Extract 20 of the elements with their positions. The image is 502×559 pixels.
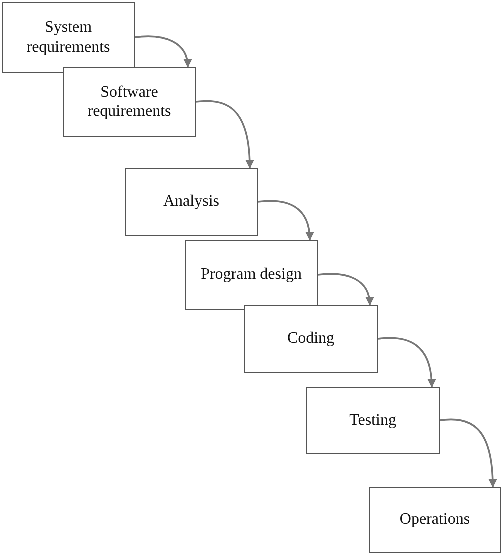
box-label: Operations (400, 510, 470, 530)
curved-arrow (378, 337, 436, 388)
box-label: Program design (201, 265, 302, 285)
curved-arrow (258, 200, 314, 241)
box-label: Analysis (164, 192, 220, 212)
box-label: Testing (350, 410, 396, 430)
curved-arrow (134, 36, 192, 68)
process-box (185, 240, 318, 310)
process-box (306, 387, 440, 454)
process-box (244, 305, 378, 373)
process-box (2, 2, 135, 73)
process-box (125, 168, 258, 236)
curved-arrow (196, 100, 254, 169)
box-label: Software requirements (86, 82, 172, 122)
curved-arrow (318, 273, 374, 306)
curved-arrow (440, 418, 498, 488)
box-label: Coding (287, 329, 335, 349)
process-box (369, 487, 501, 553)
process-box (63, 67, 196, 137)
box-label: System requirements (26, 18, 112, 57)
